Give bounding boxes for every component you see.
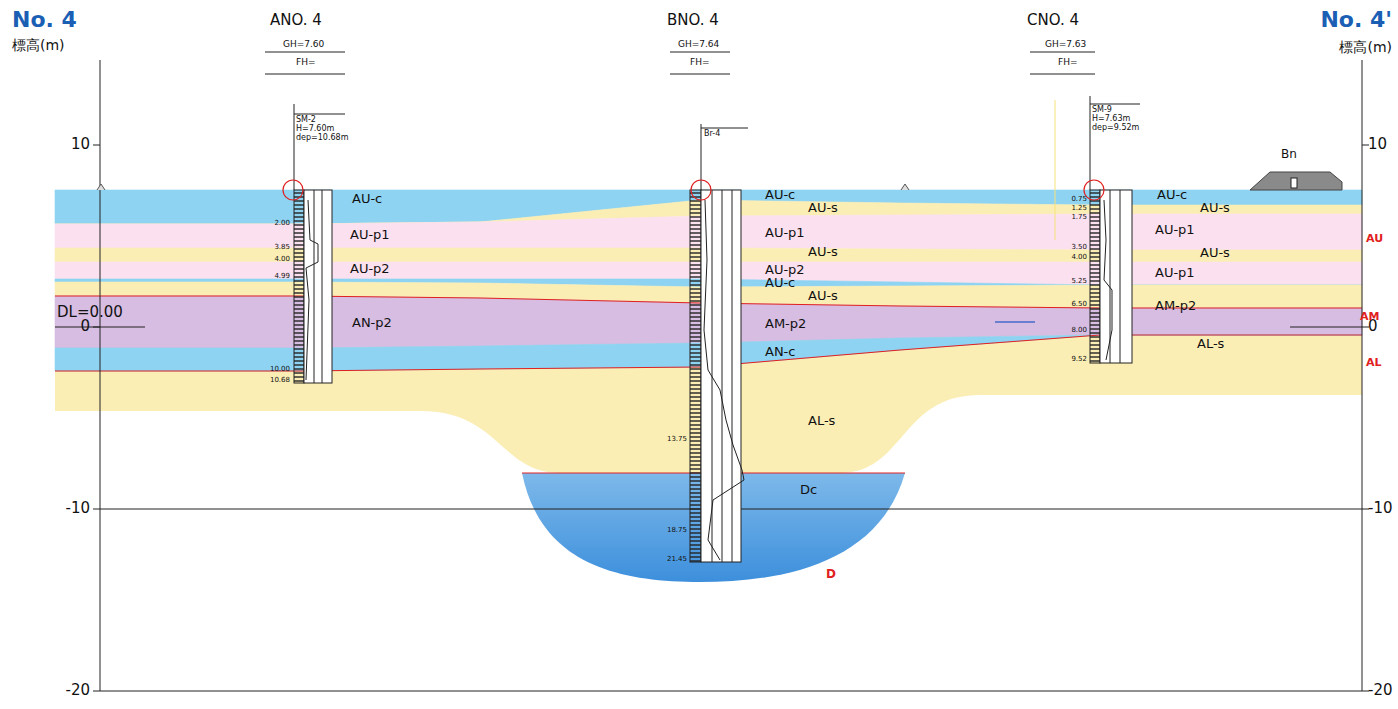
section-name: No. 4 <box>12 8 77 32</box>
axis-tick: -20 <box>1368 682 1393 699</box>
formation-height: FH= <box>690 58 710 68</box>
depth-value: 4.00 <box>274 256 290 264</box>
boring-tag: H=7.63m <box>1092 115 1130 124</box>
layer-name: Dc <box>800 483 817 497</box>
ground-height: GH=7.64 <box>678 40 719 50</box>
layer-name: AU-p1 <box>350 228 390 242</box>
layer-name: AM-p2 <box>765 317 806 331</box>
depth-value: 8.00 <box>1071 327 1087 335</box>
axis-tick: -20 <box>66 682 91 699</box>
layer-name: AU-s <box>1200 246 1230 260</box>
section-name: No. 4' <box>1320 8 1392 32</box>
layer-name: AU-p2 <box>350 262 390 276</box>
borehole-name: CNO. 4 <box>1027 12 1079 29</box>
depth-value: 3.50 <box>1071 244 1087 252</box>
boring-tag: H=7.60m <box>296 125 334 134</box>
formation-height: FH= <box>296 58 316 68</box>
unit-code: D <box>826 568 836 581</box>
depth-value: 2.00 <box>274 220 290 228</box>
depth-value: 5.25 <box>1071 278 1087 286</box>
depth-value: 4.99 <box>274 273 290 281</box>
axis-tick: 10 <box>1368 136 1387 153</box>
datum-level: DL=0.00 <box>57 304 123 321</box>
boring-tag: SM-9 <box>1092 106 1112 115</box>
layer-name: AU-c <box>1157 188 1187 202</box>
depth-value: 1.25 <box>1071 205 1087 213</box>
layer-name: AM-p2 <box>1155 299 1196 313</box>
layer-name: AL-s <box>808 414 835 428</box>
depth-value: 3.85 <box>274 244 290 252</box>
depth-value: 18.75 <box>667 527 687 535</box>
layer-name: AU-s <box>808 289 838 303</box>
depth-value: 1.75 <box>1071 214 1087 222</box>
depth-value: 6.50 <box>1071 301 1087 309</box>
axis-title: 標高(m) <box>1339 40 1392 55</box>
boring-tag: Br-4 <box>704 130 720 139</box>
structure-name: Bn <box>1281 148 1297 161</box>
layer-name: AU-s <box>808 245 838 259</box>
depth-value: 9.52 <box>1071 356 1087 364</box>
boring-tag: dep=9.52m <box>1092 124 1139 133</box>
depth-value: 4.00 <box>1071 254 1087 262</box>
layer-name: AU-c <box>352 192 382 206</box>
layer-name: AU-p1 <box>1155 266 1195 280</box>
unit-code: AL <box>1366 357 1382 369</box>
ground-height: GH=7.63 <box>1045 40 1086 50</box>
boring-tag: dep=10.68m <box>296 134 348 143</box>
layer-name: AU-p1 <box>1155 223 1195 237</box>
axis-title: 標高(m) <box>12 38 65 53</box>
depth-value: 13.75 <box>667 436 687 444</box>
axis-tick: -10 <box>1368 500 1393 517</box>
ground-height: GH=7.60 <box>283 40 324 50</box>
axis-tick: -10 <box>66 500 91 517</box>
depth-value: 21.45 <box>667 556 687 564</box>
layer-name: AU-p1 <box>765 226 805 240</box>
boring-tag: SM-2 <box>296 116 316 125</box>
borehole-name: BNO. 4 <box>667 12 719 29</box>
depth-value: 10.68 <box>270 377 290 385</box>
layer-name: AN-c <box>765 345 795 359</box>
unit-code: AU <box>1366 233 1383 245</box>
unit-code: AM <box>1360 311 1379 323</box>
axis-tick: 10 <box>71 136 90 153</box>
depth-value: 10.00 <box>270 366 290 374</box>
formation-height: FH= <box>1058 58 1078 68</box>
layer-name: AU-s <box>1200 201 1230 215</box>
depth-value: 0.75 <box>1071 196 1087 204</box>
layer-name: AU-c <box>765 276 795 290</box>
layer-name: AU-c <box>765 188 795 202</box>
layer-name: AU-s <box>808 201 838 215</box>
layer-name: AL-s <box>1197 337 1224 351</box>
layer-name: AN-p2 <box>352 316 392 330</box>
borehole-name: ANO. 4 <box>270 12 322 29</box>
